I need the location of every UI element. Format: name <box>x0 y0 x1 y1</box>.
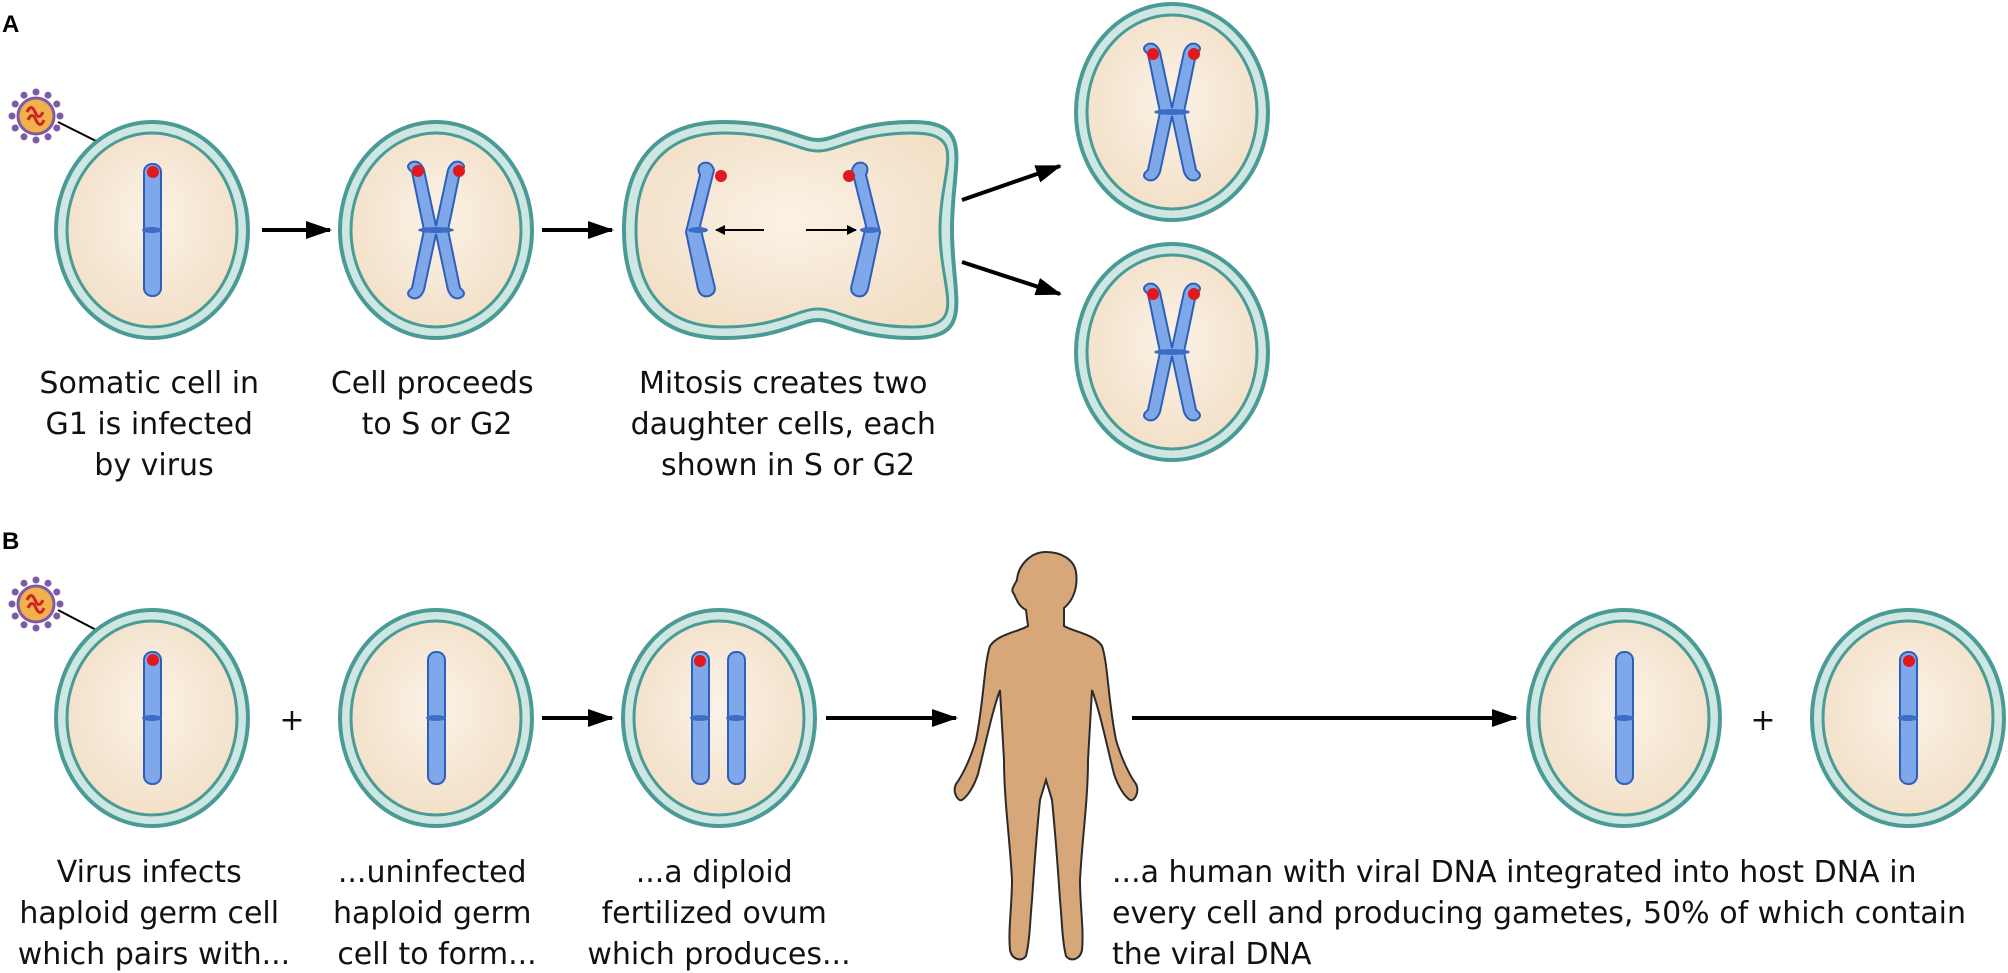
cell-infected-germ <box>54 608 250 828</box>
gamete-cell-uninfected <box>1526 608 1722 828</box>
caption-mitosis: Mitosis creates two daughter cells, each… <box>631 366 946 483</box>
cell-uninfected-germ <box>338 608 534 828</box>
viral-dna-marker <box>1147 288 1159 300</box>
caption-diploid: ...a diploid fertilized ovum which produ… <box>587 855 850 972</box>
plus-sign: + <box>279 703 304 738</box>
flow-arrow <box>961 164 1062 202</box>
virus-icon <box>8 88 64 144</box>
caption-human: ...a human with viral DNA integrated int… <box>1112 855 1976 972</box>
chromosome <box>142 163 162 297</box>
chromosome-x <box>407 160 465 300</box>
viral-dna-marker <box>843 170 855 182</box>
viral-dna-marker <box>412 165 424 177</box>
viral-dna-marker <box>147 166 159 178</box>
cell-mitosis <box>621 119 959 341</box>
flow-arrow <box>961 260 1062 296</box>
viral-dna-marker <box>147 654 159 666</box>
viral-dna-marker <box>1903 655 1915 667</box>
daughter-cell-top <box>1074 2 1270 222</box>
viral-dna-marker <box>1188 48 1200 60</box>
panel-label-b: B <box>2 528 19 555</box>
viral-dna-marker <box>1147 48 1159 60</box>
cell-s-or-g2 <box>338 120 534 340</box>
viral-dna-marker <box>694 655 706 667</box>
caption-virus-infects: Virus infects haploid germ cell which pa… <box>18 855 290 972</box>
viral-dna-marker <box>1188 288 1200 300</box>
viral-dna-marker <box>453 165 465 177</box>
caption-cell-proceeds: Cell proceeds to S or G2 <box>331 366 543 442</box>
cell-diploid-ovum <box>621 608 817 828</box>
viral-dna-marker <box>715 170 727 182</box>
chromatid-left <box>684 161 716 298</box>
daughter-cell-bottom <box>1074 242 1270 462</box>
panel-label-a: A <box>2 11 19 38</box>
human-figure-icon <box>953 550 1139 961</box>
caption-uninfected: ...uninfected haploid germ cell to form.… <box>333 855 541 972</box>
caption-somatic-infected: Somatic cell in G1 is infected by virus <box>39 366 268 483</box>
virus-icon <box>8 576 64 632</box>
cell-somatic-g1 <box>54 120 250 340</box>
chromatid-right <box>850 161 882 298</box>
plus-sign: + <box>1750 703 1775 738</box>
gamete-cell-viral <box>1810 608 2006 828</box>
